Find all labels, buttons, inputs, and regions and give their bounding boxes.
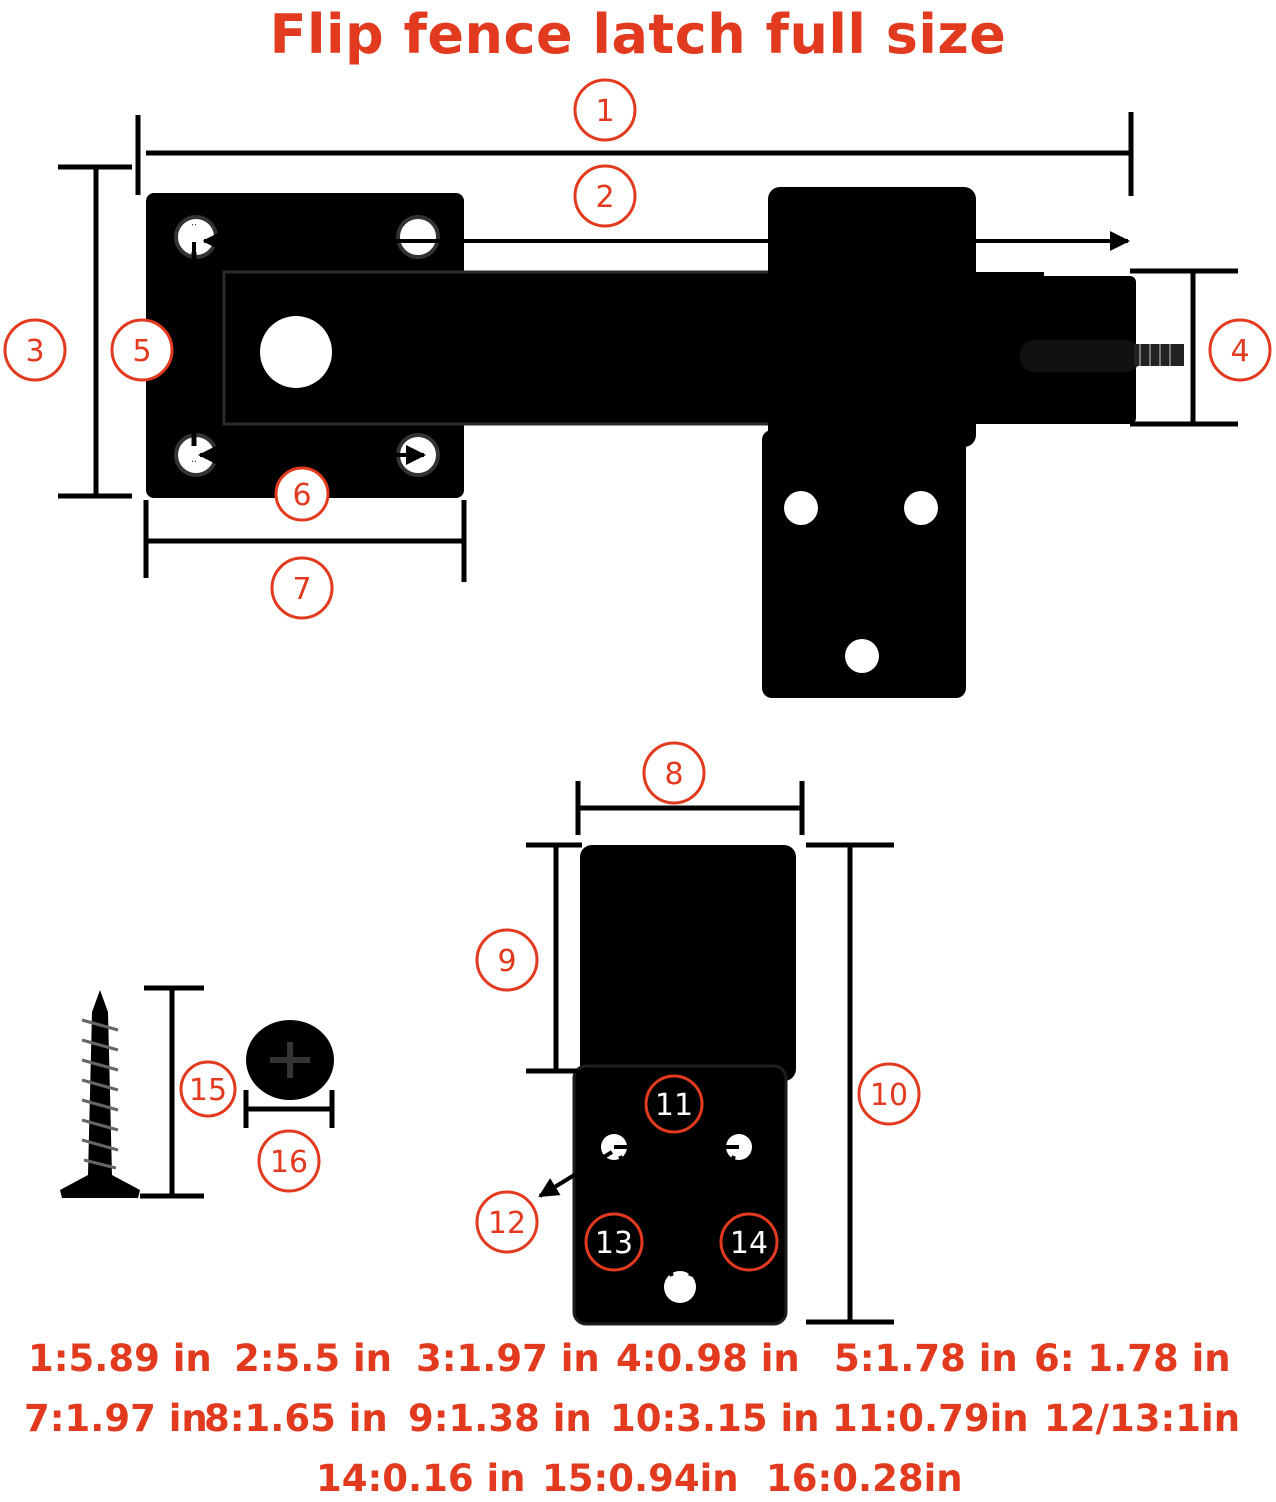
callout-circle: [3, 318, 67, 382]
measurement-item: 5:1.78 in: [834, 1337, 1018, 1380]
callout-label: 12: [488, 1206, 526, 1241]
page-title: Flip fence latch full size: [269, 3, 1007, 66]
dimension-lines-upper: [58, 112, 1238, 582]
callout-3: 3: [3, 318, 67, 382]
callout-circle: [573, 78, 637, 142]
callout-14: 14: [719, 1212, 779, 1272]
callout-circle: [584, 1212, 644, 1272]
measurement-item: 2:5.5 in: [234, 1337, 392, 1380]
callout-circle: [257, 1129, 321, 1193]
callout-circle: [475, 1190, 539, 1254]
callout-5: 5: [110, 318, 174, 382]
callout-11: 11: [644, 1074, 704, 1134]
measurement-item: 10:3.15 in: [610, 1397, 820, 1440]
callout-label: 2: [595, 180, 614, 215]
callout-circle: [573, 164, 637, 228]
latch-bar: [972, 276, 1184, 424]
catch-hole: [664, 1271, 696, 1303]
callout-circle: [857, 1062, 921, 1126]
measurement-item: 4:0.98 in: [616, 1337, 800, 1380]
callout-15: 15: [179, 1060, 237, 1118]
center-hole: [260, 316, 332, 388]
callout-label: 13: [595, 1226, 633, 1261]
measurement-item: 9:1.38 in: [408, 1397, 592, 1440]
callout-label: 9: [497, 944, 516, 979]
callout-4: 4: [1208, 318, 1272, 382]
dim-14-arrow: [538, 1150, 614, 1198]
callout-7: 7: [270, 556, 334, 620]
screw: [60, 990, 140, 1198]
callout-16: 16: [257, 1129, 321, 1193]
callout-circle: [642, 741, 706, 805]
bracket-hole: [784, 491, 818, 525]
callout-9: 9: [475, 928, 539, 992]
measurement-item: 12/13:1in: [1044, 1397, 1241, 1440]
callout-12: 12: [475, 1190, 539, 1254]
callout-label: 8: [664, 757, 683, 792]
callout-label: 6: [292, 478, 311, 513]
callout-label: 1: [595, 94, 614, 129]
callout-8: 8: [642, 741, 706, 805]
measurement-item: 14:0.16 in: [316, 1457, 526, 1500]
callout-label: 10: [870, 1078, 908, 1113]
measurement-item: 3:1.97 in: [416, 1337, 600, 1380]
callout-label: 7: [292, 572, 311, 607]
callout-label: 4: [1230, 334, 1249, 369]
dimension-lines-screw: [140, 985, 335, 1199]
measurement-item: 15:0.94in: [542, 1457, 739, 1500]
screw-cap: [246, 1020, 334, 1100]
callout-circle: [719, 1212, 779, 1272]
callout-label: 11: [655, 1088, 693, 1123]
callout-circle: [1208, 318, 1272, 382]
measurement-item: 16:0.28in: [766, 1457, 963, 1500]
measurement-item: 8:1.65 in: [204, 1397, 388, 1440]
callout-label: 14: [730, 1226, 768, 1261]
callout-circle: [179, 1060, 237, 1118]
callout-10: 10: [857, 1062, 921, 1126]
measurement-item: 11:0.79in: [832, 1397, 1029, 1440]
callout-circle: [110, 318, 174, 382]
callout-6: 6: [274, 466, 330, 522]
dimension-lines-lower: [526, 781, 894, 1325]
callout-label: 3: [25, 334, 44, 369]
callout-circle: [274, 466, 330, 522]
callout-circle: [644, 1074, 704, 1134]
callout-label: 16: [270, 1145, 308, 1180]
screw-hole: [396, 215, 440, 259]
callout-13: 13: [584, 1212, 644, 1272]
callout-circle: [270, 556, 334, 620]
callout-label: 5: [132, 334, 151, 369]
callout-label: 15: [189, 1073, 227, 1108]
measurement-item: 1:5.89 in: [28, 1337, 212, 1380]
latch-bracket: [762, 187, 976, 698]
callout-circle: [475, 928, 539, 992]
callout-1: 1: [573, 78, 637, 142]
measurement-item: 6: 1.78 in: [1034, 1337, 1231, 1380]
bracket-hole: [845, 639, 879, 673]
callout-2: 2: [573, 164, 637, 228]
bracket-hole: [904, 491, 938, 525]
measurement-item: 7:1.97 in: [24, 1397, 208, 1440]
